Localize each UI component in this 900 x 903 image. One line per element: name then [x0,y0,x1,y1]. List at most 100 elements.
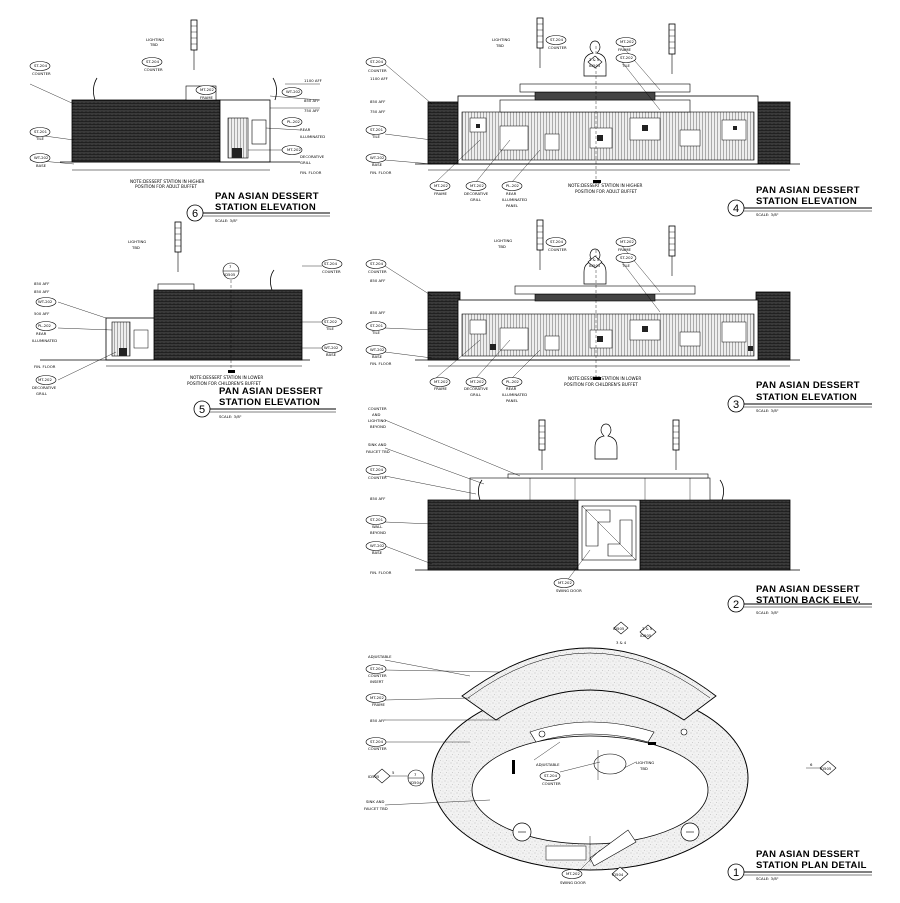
callout-label: COUNTER [548,45,567,50]
view-4-number: 4 [733,203,739,215]
callout-label: DECORATIVE [464,191,489,196]
callout-label: WT-202 [370,347,385,352]
callout-label: FRAME [618,47,632,52]
callout-label: 3 & 5 [589,257,600,262]
callout-label: 1100 AFF [304,78,322,83]
callout-label: 850 AFF [370,99,385,104]
callout-label: PANEL [506,203,519,208]
view-6-elevation: 6 PAN ASIAN DESSERT STATION ELEVATION SC… [29,19,330,223]
callout-label: 850 AFF [304,98,319,103]
callout-label: COUNTER [548,247,567,252]
callout-label: FIN. FLOOR [34,364,56,369]
callout-label: 750 AFF [370,109,385,114]
callout-label: ST-204 [550,239,564,244]
callout-label: FAUCET TBD [364,806,388,811]
callout-label: ID505 [589,263,601,268]
callout-label: 850 AFF [34,281,49,286]
callout-label: 3 & 4 [616,640,627,645]
callout-label: MT-202 [38,377,52,382]
view-3-note-line1: NOTE:DESSERT STATION IN LOWER [568,376,641,381]
view-4-note-line2: POSITION FOR ADULT BUFFET [575,189,637,194]
callout-label: ADJUSTABLE [368,654,392,659]
view-4-note-line1: NOTE:DESSERT STATION IN HIGHER [568,183,642,188]
view-1-number: 1 [733,867,739,879]
callout-label: 850 AFF [370,496,385,501]
view-4-title-line1: PAN ASIAN DESSERT [756,185,860,196]
callout-label: TILE [621,263,631,268]
callout-label: ID504 [612,872,624,877]
callout-label: COUNTER [368,746,387,751]
view-3-note-line2: POSITION FOR CHILDREN'S BUFFET [564,382,638,387]
callout-label: TBD [495,43,504,48]
callout-label: BASE [372,550,383,555]
callout-label: ST-204 [370,467,384,472]
callout-label: GRILL [470,197,482,202]
callout-label: FIN. FLOOR [370,570,392,575]
callout-label: ID505 [368,774,380,779]
callout-label: BEYOND [370,530,386,535]
callout-label: ST-204 [370,666,384,671]
callout-label: FRAME [434,191,448,196]
view-4-title-line2: STATION ELEVATION [756,196,857,207]
callout-label: COUNTER [368,68,387,73]
callout-label: 1100 AFF [370,76,388,81]
callout-label: 750 AFF [304,108,319,113]
callout-label: ST-201 [370,323,384,328]
callout-label: SINK AND [368,442,387,447]
callout-label: ID504 [410,780,422,785]
view-3-scale: SCALE: 3/8" [756,408,779,413]
callout-label: WT-202 [370,155,385,160]
callout-label: PANEL [506,398,519,403]
callout-label: REAR [506,386,517,391]
callout-label: SWING DOOR [556,588,582,593]
callout-label: ST-204 [370,261,384,266]
callout-label: 850 AFF [370,310,385,315]
callout-label: ID505 [640,633,652,638]
callout-label: COUNTER [368,269,387,274]
callout-label: ID505 [589,63,601,68]
view-5-number: 5 [199,404,205,416]
callout-label: 5 [392,770,395,775]
callout-label: WT-202 [286,89,301,94]
callout-label: MT-202 [566,871,580,876]
callout-label: 850 AFF [34,289,49,294]
callout-label: BEYOND [370,424,386,429]
callout-label: ILLUMINATED [300,134,325,139]
view-2-scale: SCALE: 3/8" [756,610,779,615]
callout-label: TBD [639,766,648,771]
callout-label: COUNTER [144,67,163,72]
callout-label: FAUCET TBD [366,449,390,454]
callout-label: ID505 [820,766,832,771]
callout-label: GRILL [36,391,48,396]
callout-label: PL-202 [287,119,301,124]
callout-label: MT-202 [558,580,572,585]
callout-label: 850 AFF [370,278,385,283]
view-2-title-line2: STATION BACK ELEV. [756,595,861,606]
view-6-note-line2: POSITION FOR ADULT BUFFET [135,184,197,189]
view-5-elevation: 5 PAN ASIAN DESSERT STATION ELEVATION SC… [32,221,343,419]
callout-label: 7 [414,772,417,777]
callout-label: BASE [372,354,383,359]
view-5-note-line1: NOTE:DESSERT STATION IN LOWER [190,375,263,380]
callout-label: FIN. FLOOR [370,361,392,366]
callout-label: TILE [371,134,381,139]
view-3-elevation: 3 PAN ASIAN DESSERT STATION ELEVATION SC… [365,219,872,413]
callout-label: FRAME [618,247,632,252]
callout-label: 850 AFF [370,718,385,723]
callout-label: MT-202 [200,87,214,92]
view-1-title-line1: PAN ASIAN DESSERT [756,849,860,860]
callout-label: ST-202 [620,55,634,60]
callout-label: FRAME [200,95,214,100]
view-1-scale: SCALE: 3/8" [756,876,779,881]
callout-label: TBD [497,244,506,249]
callout-label: ST-204 [146,59,160,64]
callout-label: MT-202 [620,239,634,244]
callout-label: ST-201 [370,517,384,522]
callout-label: ST-204 [34,63,48,68]
view-5-title-line2: STATION ELEVATION [219,397,320,408]
callout-label: AND [372,412,380,417]
callout-label: COUNTER [542,781,561,786]
callout-label: REAR [506,191,517,196]
callout-label: TBD [149,42,158,47]
